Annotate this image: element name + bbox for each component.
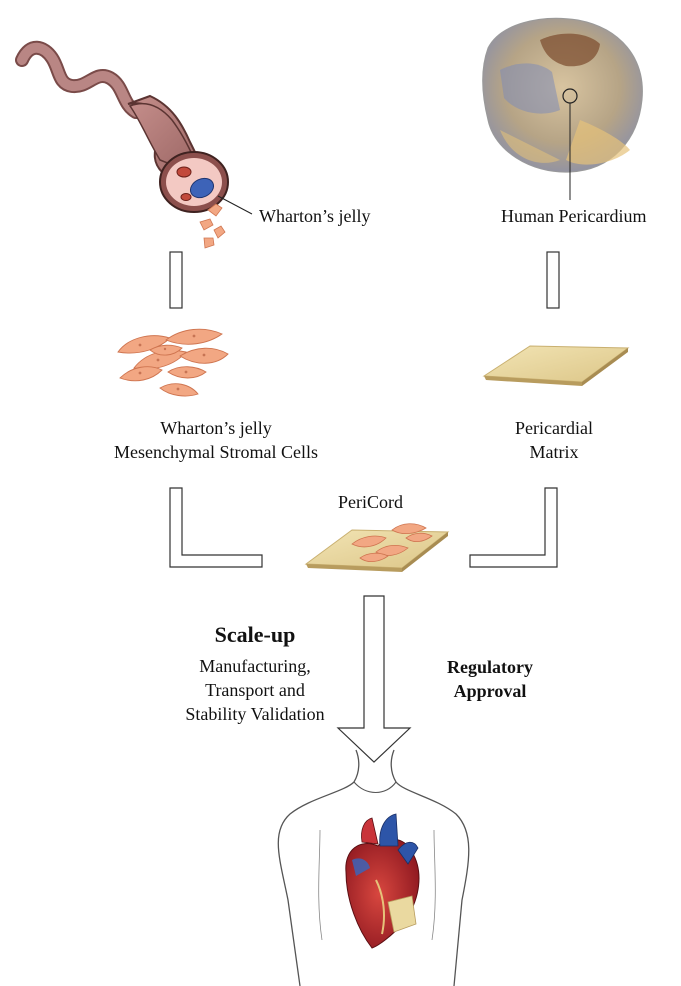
label-wj-msc-line2: Mesenchymal Stromal Cells (86, 440, 346, 464)
stromal-cells-icon (118, 329, 228, 396)
arrow-cells-to-pericord (170, 488, 262, 567)
label-wj-msc: Wharton’s jelly Mesenchymal Stromal Cell… (86, 416, 346, 464)
arrow-matrix-to-pericord (470, 488, 557, 567)
umbilical-cord-icon (22, 48, 252, 248)
scale-up-title: Scale-up (160, 620, 350, 650)
scale-up-line1: Manufacturing, (160, 654, 350, 678)
label-pericardial-matrix-line1: Pericardial (494, 416, 614, 440)
regulatory-approval-block: Regulatory Approval (430, 655, 550, 703)
scale-up-line3: Stability Validation (160, 702, 350, 726)
label-wj-msc-line1: Wharton’s jelly (86, 416, 346, 440)
regulatory-line1: Regulatory (430, 655, 550, 679)
label-human-pericardium: Human Pericardium (501, 204, 646, 228)
pericardial-matrix-icon (484, 346, 628, 386)
label-pericardial-matrix: Pericardial Matrix (494, 416, 614, 464)
torso-heart-icon (278, 750, 468, 986)
regulatory-line2: Approval (430, 679, 550, 703)
label-pericardial-matrix-line2: Matrix (494, 440, 614, 464)
pericord-patch-icon (306, 524, 448, 572)
scale-up-line2: Transport and (160, 678, 350, 702)
label-pericord: PeriCord (338, 490, 403, 514)
scale-up-block: Scale-up Manufacturing, Transport and St… (160, 620, 350, 726)
arrow-wj-to-cells (170, 252, 182, 308)
pericardium-heart-icon (483, 18, 643, 200)
arrow-pericardium-to-matrix (547, 252, 559, 308)
label-whartons-jelly: Wharton’s jelly (259, 204, 370, 228)
